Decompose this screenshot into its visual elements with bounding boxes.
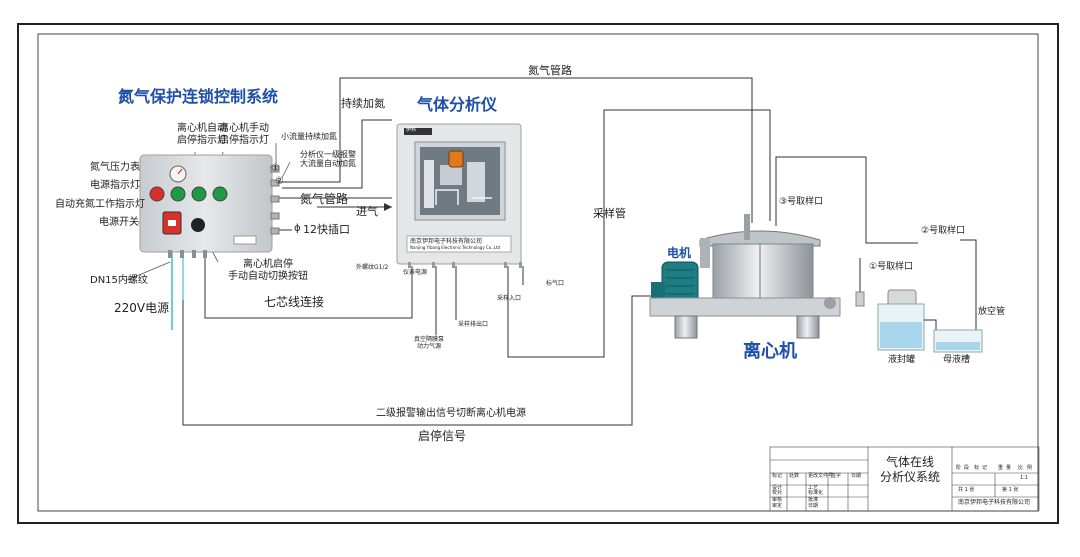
- power-lamp-icon: [149, 186, 165, 202]
- analyzer-brand: 伊邦: [406, 127, 417, 133]
- tb-date: 日期: [851, 473, 862, 479]
- manual-start-lamp-icon: [212, 186, 228, 202]
- instrument-power-label: 仪表电源: [403, 269, 428, 276]
- auto-n2-lamp-icon: [170, 186, 186, 202]
- tb-stage-2: 段: [964, 465, 970, 471]
- sample-port-3-label: ③号取样口: [779, 197, 824, 207]
- power-supply-label: 220V电源: [114, 301, 170, 315]
- mode-switch-knob-icon: [191, 218, 205, 232]
- sampling-pipe-label: 采样管: [593, 207, 626, 220]
- vent-label: 标气口: [546, 280, 565, 287]
- circle-2-marker: ②: [275, 176, 284, 187]
- sample-outlet-label: 采样排出口: [458, 321, 489, 328]
- sample-port-2-label: ②号取样口: [921, 226, 966, 236]
- sample-inlet-label: 采样入口: [497, 295, 522, 302]
- motor: [651, 261, 699, 303]
- tb-process: 工艺: [808, 485, 819, 491]
- centrifuge: [649, 214, 841, 339]
- tb-final: 审定: [772, 503, 783, 509]
- auto-n2-lamp-label: 自动充氮工作指示灯: [55, 199, 145, 210]
- connection-lines: [182, 77, 977, 426]
- seven-core-label: 七芯线连接: [264, 295, 325, 309]
- tb-design: 设计: [772, 485, 783, 491]
- tb-sheet-no: 第 1 张: [1002, 487, 1019, 493]
- tb-standard: 标准化: [808, 490, 824, 496]
- mother-liquor-tank: [933, 329, 983, 353]
- tb-sign: 签字: [831, 473, 842, 479]
- seal-tank-label: 液封罐: [888, 355, 916, 365]
- tb-review: 审核: [772, 497, 783, 503]
- n2-pipe-top-label: 氮气管路: [528, 64, 572, 77]
- inlet-arrowhead: [384, 203, 392, 211]
- vent-pipe-label: 放空管: [978, 307, 1006, 317]
- manual-start-lamp-label: 离心机手动 启停指示灯: [219, 123, 269, 146]
- control-system-title: 氮气保护连锁控制系统: [118, 87, 279, 106]
- motor-title: 电机: [667, 246, 692, 260]
- vacuum-pump-label: 真空隔膜泵 动力气源: [414, 336, 445, 350]
- inlet-label: 进气: [356, 205, 378, 218]
- tb-approve: 批准: [808, 497, 819, 503]
- tb-check: 校对: [772, 490, 783, 496]
- analyzer-cabinet: [396, 123, 522, 268]
- pressure-gauge-label: 氮气压力表: [90, 162, 140, 173]
- quick-port-label: 12快插口: [303, 223, 350, 236]
- outer-frame: [17, 23, 1059, 524]
- title-block-grid: [769, 446, 1040, 512]
- small-flow-label: 小流量持续加氮: [281, 132, 337, 141]
- tb-scale-value: 1:1: [1020, 475, 1029, 481]
- auto-start-lamp-label: 离心机自动 启停指示灯: [177, 123, 227, 146]
- thread-label: DN15内螺纹: [90, 275, 148, 286]
- start-stop-label: 启停信号: [418, 429, 467, 443]
- tb-stage-1: 阶: [956, 465, 962, 471]
- tb-mark: 标记: [772, 473, 783, 479]
- tb-count: 处数: [789, 473, 800, 479]
- title-block-name-1: 气体在线: [885, 455, 934, 469]
- power-lamp-label: 电源指示灯: [90, 180, 140, 191]
- tb-final-date: 日期: [808, 503, 819, 509]
- tb-scale-2: 例: [1027, 465, 1033, 471]
- analyzer-company-plate: 南京伊邦电子科技有限公司: [410, 238, 483, 245]
- n2-pipe-label: 氮气管路: [300, 192, 349, 206]
- tb-stage-4: 记: [982, 465, 988, 471]
- seal-tank: [855, 289, 980, 351]
- fitting-label: 外螺纹G1/2: [356, 264, 389, 271]
- analyzer-title: 气体分析仪: [417, 95, 498, 114]
- phi-symbol: ϕ: [294, 223, 301, 234]
- title-block-name-2: 分析仪系统: [879, 470, 940, 484]
- tb-weight-1: 重: [998, 465, 1004, 471]
- tb-sheet-total: 共 1 张: [958, 487, 975, 493]
- auto-start-lamp-icon: [191, 186, 207, 202]
- inner-frame: [37, 33, 1039, 512]
- tb-company: 南京伊邦电子科技有限公司: [958, 499, 1031, 506]
- power-switch-label: 电源开关: [99, 217, 139, 228]
- tb-change-doc: 更改文件号: [808, 473, 834, 479]
- centrifuge-title: 离心机: [743, 341, 797, 362]
- control-box: [139, 154, 280, 258]
- sample-port-1-label: ①号取样口: [869, 262, 914, 272]
- circle-1-marker: ①: [271, 163, 280, 174]
- alarm-cut-label: 二级报警输出信号切断离心机电源: [376, 408, 526, 419]
- continuous-n2-label: 持续加氮: [341, 97, 385, 110]
- mother-tank-label: 母液槽: [943, 355, 971, 365]
- tb-stage-3: 标: [974, 465, 980, 471]
- tb-scale-1: 比: [1018, 465, 1024, 471]
- tb-weight-2: 量: [1006, 465, 1012, 471]
- alarm-flow-label: 分析仪一级报警 大流量自动加氮: [300, 150, 356, 169]
- analyzer-company-plate-en: Nanjing Yibang Electronic Technology Co.…: [410, 245, 501, 250]
- mode-switch-label: 离心机启停 手动自动切换按钮: [228, 259, 308, 282]
